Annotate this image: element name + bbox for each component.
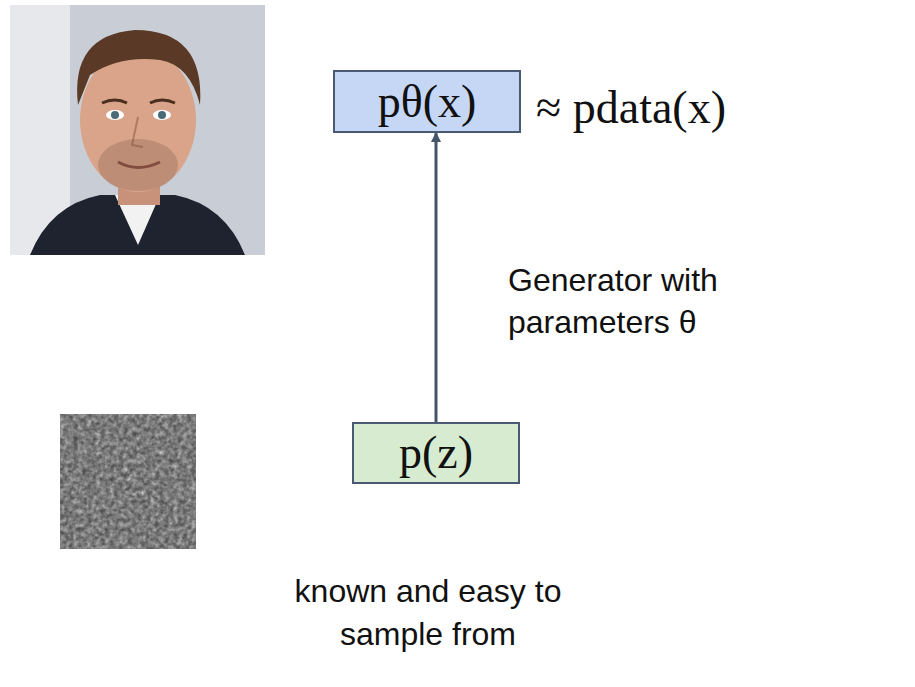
approx-text: ≈ pdata(x) [536,80,906,135]
noise-image [60,414,196,549]
math-text: pθ(x) [378,79,477,125]
prior-box: p(z) [352,422,520,484]
edge-label: Generator with parameters θ [508,260,828,343]
face-photo [10,5,265,255]
generator-arrow [435,133,438,422]
distribution-box: pθ(x) [333,70,521,133]
prior-caption: known and easy to sample from [258,570,598,656]
math-text: p(z) [399,430,473,476]
